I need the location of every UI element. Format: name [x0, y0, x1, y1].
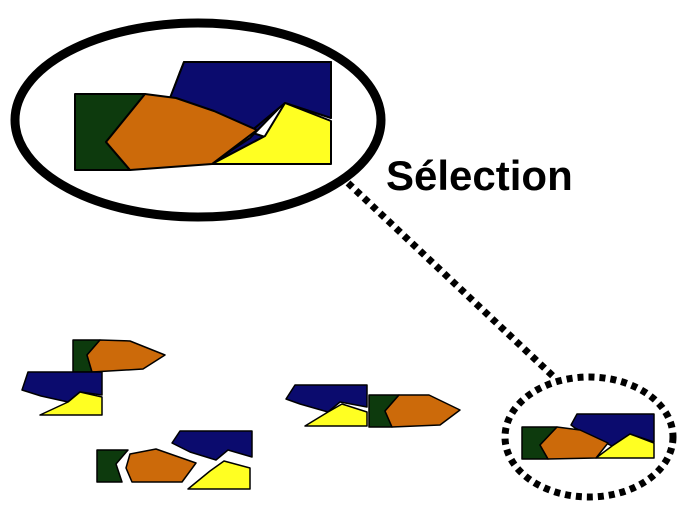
bottom-green-shape: [96, 449, 129, 483]
middle-navy-shape: [285, 384, 368, 413]
connector-dotted-line: [345, 180, 558, 381]
zoomed-puzzle-piece: [74, 61, 332, 171]
zoomed-orange-shape: [105, 93, 258, 171]
selected-piece-dotted-ellipse: [501, 373, 677, 501]
bottom-yellow-shape: [187, 460, 251, 490]
bottom-navy-shape: [171, 430, 253, 461]
selected-orange-shape: [539, 426, 609, 460]
zoomed-yellow-shape: [211, 102, 332, 165]
candidate-piece-bottom: [96, 430, 253, 490]
middle-orange-shape: [384, 394, 461, 428]
candidate-piece-top-left: [21, 339, 166, 416]
candidate-orange-shape: [86, 339, 166, 373]
bottom-orange-shape: [125, 448, 197, 483]
selected-puzzle-piece: [521, 413, 655, 460]
candidate-piece-middle: [285, 384, 461, 428]
selection-zoom-ellipse: [10, 18, 386, 222]
candidate-yellow-shape: [39, 391, 103, 416]
selection-label: Sélection: [386, 152, 573, 199]
middle-yellow-shape: [304, 403, 368, 427]
selected-yellow-shape: [595, 433, 655, 459]
